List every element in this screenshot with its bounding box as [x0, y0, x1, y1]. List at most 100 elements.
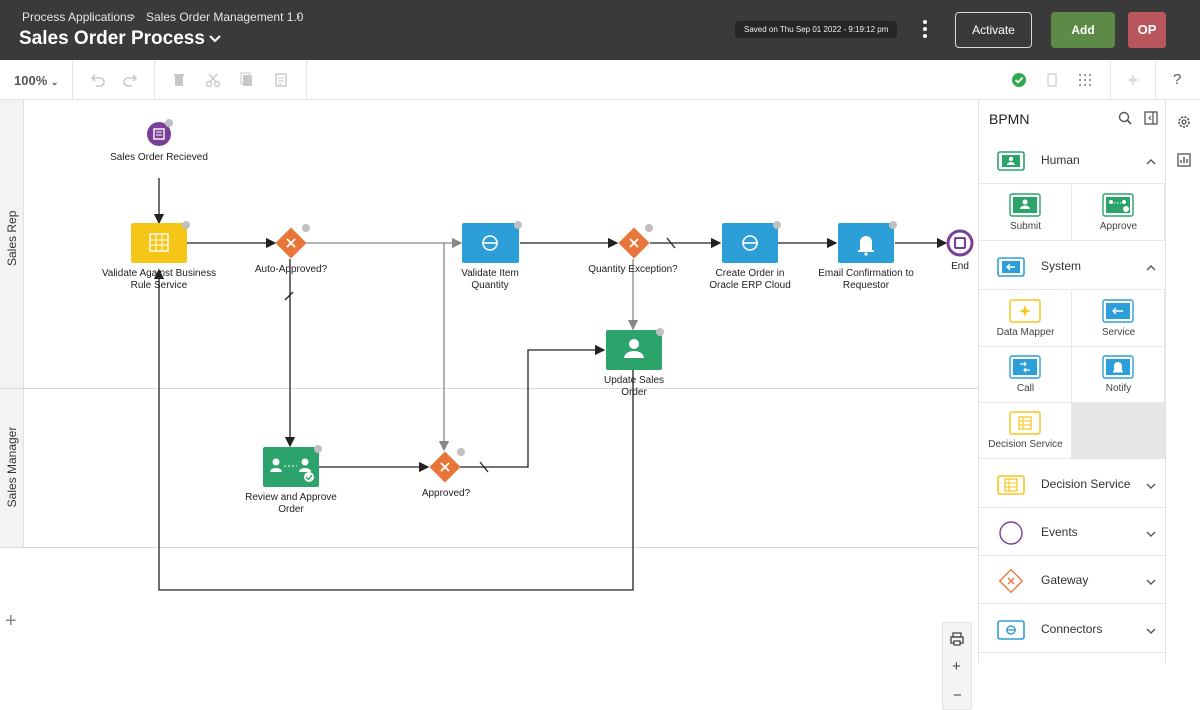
category-label: Decision Service: [1041, 477, 1131, 491]
tile-decision-service[interactable]: Decision Service: [979, 403, 1072, 459]
add-lane-icon[interactable]: +: [5, 610, 17, 632]
category-connectors[interactable]: Connectors: [979, 607, 1166, 653]
tile-label: Decision Service: [988, 439, 1063, 450]
category-label: Gateway: [1041, 573, 1089, 587]
saved-status-badge: Saved on Thu Sep 01 2022 - 9:19:12 pm: [735, 21, 898, 38]
tile-submit[interactable]: Submit: [979, 185, 1072, 241]
category-system[interactable]: System: [979, 244, 1166, 290]
email-confirmation-label: Email Confirmation to Requestor: [818, 268, 914, 291]
validate-quantity-label: Validate Item Quantity: [461, 268, 519, 291]
zoom-out-icon[interactable]: −: [953, 687, 962, 704]
business-rule-task[interactable]: [131, 221, 190, 263]
notify-task-email-confirmation[interactable]: [838, 221, 897, 263]
chevron-down-icon[interactable]: [208, 32, 222, 46]
settings-gear-icon[interactable]: [1176, 114, 1192, 130]
tile-service[interactable]: Service: [1072, 291, 1165, 347]
human-task-update-sales-order[interactable]: [606, 328, 664, 370]
toolbar-divider: [1155, 60, 1156, 100]
app-header: Process Applications › Sales Order Manag…: [0, 0, 1200, 60]
connector-icon: [997, 620, 1025, 640]
chevron-up-icon[interactable]: [1145, 262, 1157, 274]
print-icon[interactable]: [949, 631, 965, 647]
auto-layout-icon[interactable]: [1124, 71, 1142, 89]
start-event-label: Sales Order Recieved: [110, 152, 208, 163]
service-task-validate-quantity[interactable]: [462, 221, 522, 263]
category-human[interactable]: Human: [979, 138, 1166, 184]
undo-icon[interactable]: [88, 71, 106, 89]
zoom-select[interactable]: 100% ⌄: [14, 73, 59, 88]
lane-divider: [0, 547, 978, 548]
add-button[interactable]: Add: [1051, 12, 1115, 48]
category-events[interactable]: Events: [979, 510, 1166, 556]
copy-icon[interactable]: [238, 71, 256, 89]
tile-label: Notify: [1105, 383, 1132, 394]
toolbar-divider: [306, 60, 307, 100]
gateway-icon: [998, 568, 1024, 594]
event-icon: [999, 521, 1023, 545]
chevron-down-icon[interactable]: [1145, 625, 1157, 637]
tile-label: Data Mapper: [996, 327, 1055, 338]
right-rail: [1165, 100, 1200, 663]
activate-button[interactable]: Activate: [955, 12, 1032, 48]
bpmn-palette: BPMN Human Submit Approve System Data Ma…: [978, 100, 1166, 663]
category-decision-service[interactable]: Decision Service: [979, 462, 1166, 508]
tile-call[interactable]: Call: [979, 347, 1072, 403]
gateway-quantity-exception[interactable]: [618, 224, 653, 259]
approve-icon: [1102, 193, 1134, 217]
toolbar-divider: [154, 60, 155, 100]
analytics-icon[interactable]: [1176, 152, 1192, 168]
breadcrumb-separator: ›: [296, 9, 300, 23]
page-title[interactable]: Sales Order Process: [19, 28, 205, 49]
redo-icon[interactable]: [122, 71, 140, 89]
zoom-in-icon[interactable]: +: [952, 658, 961, 675]
update-sales-order-label: Update Sales Order: [603, 375, 665, 398]
end-event-icon[interactable]: [946, 229, 974, 257]
gateway-auto-approved[interactable]: [275, 224, 310, 259]
grid-icon[interactable]: [1076, 71, 1094, 89]
tile-notify[interactable]: Notify: [1072, 347, 1165, 403]
chevron-down-icon[interactable]: [1145, 480, 1157, 492]
approval-task-review-and-approve[interactable]: [263, 445, 322, 487]
human-task-icon: [997, 151, 1025, 171]
chevron-down-icon[interactable]: [1145, 576, 1157, 588]
more-options-icon[interactable]: [917, 18, 933, 40]
approved-label: Approved?: [421, 488, 471, 499]
start-event-icon[interactable]: [147, 119, 173, 146]
service-task-create-order[interactable]: [722, 221, 781, 263]
tile-label: Service: [1101, 327, 1136, 338]
breadcrumb-sales-order-management[interactable]: Sales Order Management 1.0: [146, 10, 304, 24]
avatar[interactable]: OP: [1128, 12, 1166, 48]
process-canvas[interactable]: Sales Rep Sales Manager +: [0, 100, 978, 710]
breadcrumb-process-applications[interactable]: Process Applications: [22, 10, 133, 24]
search-icon[interactable]: [1118, 111, 1133, 126]
submit-icon: [1009, 193, 1041, 217]
auto-approved-label: Auto-Approved?: [254, 264, 328, 275]
gateway-approved[interactable]: [429, 448, 465, 483]
category-gateway[interactable]: Gateway: [979, 558, 1166, 604]
end-event-label: End: [951, 261, 969, 272]
help-icon[interactable]: ?: [1173, 71, 1182, 88]
paste-icon[interactable]: [272, 71, 290, 89]
chevron-down-icon[interactable]: [1145, 528, 1157, 540]
collapse-panel-icon[interactable]: [1143, 110, 1159, 126]
tile-label: Submit: [1009, 221, 1042, 232]
cut-icon[interactable]: [204, 71, 222, 89]
zoom-value: 100%: [14, 73, 48, 88]
call-icon: [1009, 355, 1041, 379]
tile-label: Approve: [1099, 221, 1138, 232]
lane-divider: [0, 388, 978, 389]
delete-icon[interactable]: [170, 71, 188, 89]
breadcrumb-separator: ›: [131, 9, 135, 23]
chevron-up-icon[interactable]: [1145, 156, 1157, 168]
tile-approve[interactable]: Approve: [1072, 185, 1165, 241]
toolbar-divider: [72, 60, 73, 100]
empty-tile-slot: [1072, 403, 1166, 459]
quantity-exception-label: Quantity Exception?: [588, 264, 678, 275]
document-icon[interactable]: [1043, 71, 1061, 89]
sequence-flows: [153, 178, 948, 591]
category-label: Events: [1041, 525, 1078, 539]
tile-data-mapper[interactable]: Data Mapper: [979, 291, 1072, 347]
category-label: System: [1041, 259, 1082, 273]
create-order-label: Create Order in Oracle ERP Cloud: [709, 268, 791, 291]
validation-ok-icon[interactable]: [1010, 71, 1028, 89]
